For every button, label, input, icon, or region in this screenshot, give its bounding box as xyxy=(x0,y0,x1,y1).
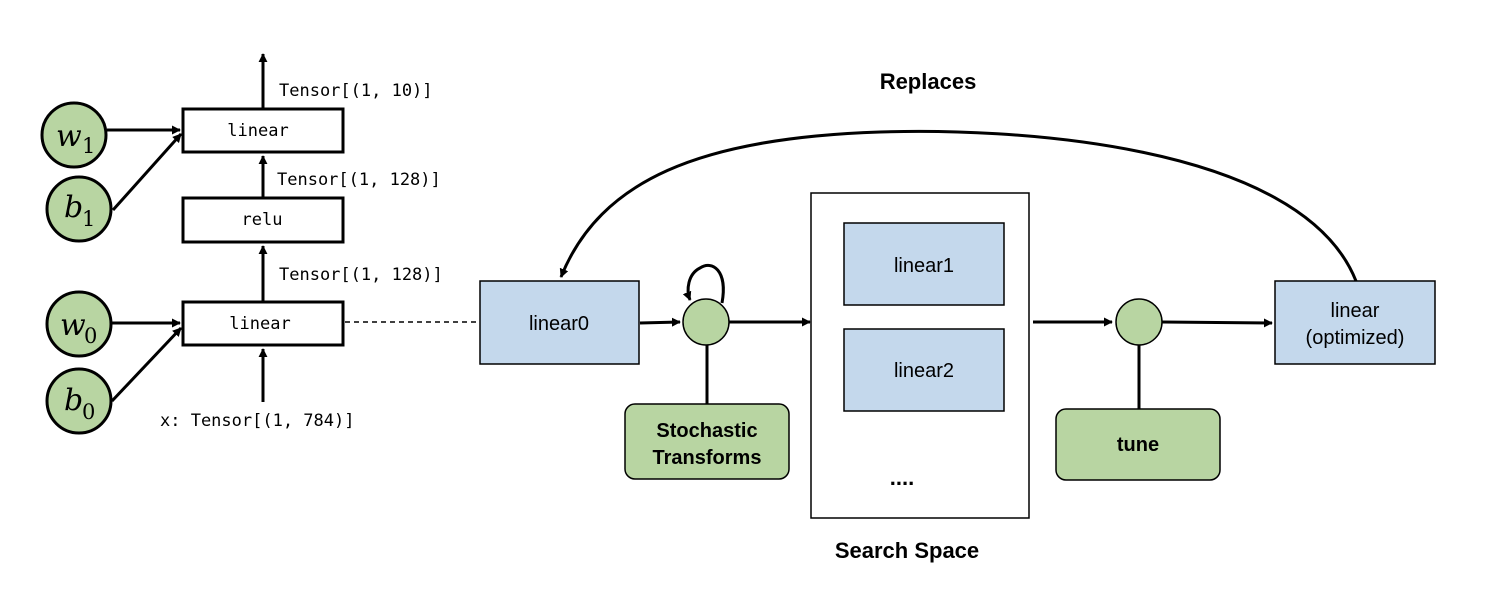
linear0-to-node-arrow xyxy=(639,317,681,327)
replaces-arc xyxy=(559,129,1358,282)
tune-node xyxy=(1115,298,1163,346)
linear-optimized-box xyxy=(1274,280,1436,365)
tensor-low-label: Tensor[(1, 128)] xyxy=(279,265,443,285)
svg-text:0: 0 xyxy=(82,400,95,424)
node-to-optimized-arrow xyxy=(1161,318,1273,328)
linear1-label: linear1 xyxy=(894,255,954,277)
linear-top-node xyxy=(181,107,345,154)
relu-node xyxy=(181,196,345,244)
linear1-box xyxy=(843,222,1005,306)
stochastic-line2: Transforms xyxy=(653,447,762,469)
linear2-box xyxy=(843,328,1005,412)
svg-text:b: b xyxy=(64,383,83,418)
ellipsis-label: .... xyxy=(890,465,914,490)
linear0-box xyxy=(479,280,640,365)
tensor-mid-label: Tensor[(1, 128)] xyxy=(277,170,441,190)
linear-top-label: linear xyxy=(227,121,288,141)
linear2-label: linear2 xyxy=(894,360,954,382)
w1-param: w 1 xyxy=(40,101,181,169)
self-loop xyxy=(682,263,725,304)
stochastic-transforms-box xyxy=(624,403,790,480)
optimized-line2: (optimized) xyxy=(1306,327,1405,349)
svg-text:b: b xyxy=(64,190,83,225)
svg-text:w: w xyxy=(60,308,86,343)
input-label: x: Tensor[(1, 784)] xyxy=(160,411,354,431)
tune-label: tune xyxy=(1117,434,1159,456)
linear-bottom-label: linear xyxy=(229,314,290,334)
linear-bottom-node xyxy=(181,300,345,347)
b0-param: b 0 xyxy=(45,326,183,435)
replaces-label: Replaces xyxy=(880,69,977,94)
w0-param: w 0 xyxy=(45,290,181,358)
svg-text:1: 1 xyxy=(82,207,95,231)
tensor-top-label: Tensor[(1, 10)] xyxy=(279,81,433,101)
tune-box xyxy=(1055,408,1221,481)
stochastic-line1: Stochastic xyxy=(656,420,757,442)
b1-param: b 1 xyxy=(45,132,183,243)
relu-label: relu xyxy=(242,210,283,230)
transform-node xyxy=(682,298,730,346)
svg-text:1: 1 xyxy=(82,134,95,158)
optimized-line1: linear xyxy=(1331,300,1380,322)
search-space-label: Search Space xyxy=(835,538,979,563)
svg-text:w: w xyxy=(56,119,82,154)
linear0-label: linear0 xyxy=(529,313,589,335)
svg-text:0: 0 xyxy=(84,324,97,348)
